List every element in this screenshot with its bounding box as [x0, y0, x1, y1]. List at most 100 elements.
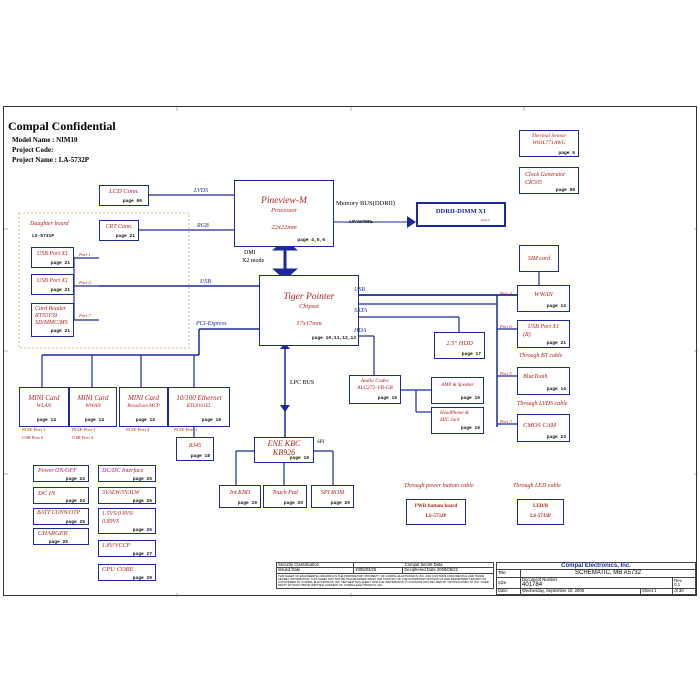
power-page-7: page 27 — [132, 552, 152, 557]
hp-line1: HeadPhone & — [440, 411, 469, 416]
cpu-sub: Processor — [270, 207, 298, 214]
hdd-title: 2.5" HDD — [446, 340, 473, 347]
sim-card-block: SIM card — [519, 245, 559, 272]
doc-title: Compal Confidential — [8, 119, 116, 133]
mini2-line1: MINI Card — [77, 394, 109, 402]
mini1-line2: WLAN — [36, 403, 52, 409]
thermal-page: page 6 — [558, 151, 575, 156]
ledb-line1: LED/B — [532, 504, 548, 509]
mini1-page: page 14 — [36, 418, 56, 423]
int-kbd-block: Int.KBD page 19 — [219, 485, 261, 508]
sec-value: Compal Secret Data — [353, 561, 494, 569]
label-sata: SATA — [354, 308, 367, 314]
label-pcie-port-1b: PCIE-Port 1 — [174, 427, 198, 432]
daughter-title: Daughter board — [30, 221, 69, 227]
bt-title: BlueTooth — [523, 374, 548, 380]
amp-speaker-block: AMP & Speaker page 16 — [431, 377, 484, 404]
revision: 0.1 — [674, 581, 681, 587]
usb-port-1-block: USB Port X1 page 21 — [31, 247, 74, 268]
title-label: Title — [495, 569, 522, 578]
label-spi: SPI — [317, 440, 325, 445]
clock-line1: Clock Generator — [525, 172, 566, 178]
label-pcie-port-4: PCIE-Port 4 — [126, 427, 150, 432]
cam-page: page 23 — [546, 435, 566, 440]
power-block-1: DC IN page 24 — [33, 487, 89, 504]
eth-page: page 18 — [201, 418, 221, 423]
power-block-4: DC/DC Interface page 26 — [98, 465, 156, 482]
ddr-title: DDRII-DIMM X1 — [435, 208, 487, 215]
usb-port-r-block: USB Port X1 (R) page 21 — [517, 320, 570, 348]
chipset-block: Tiger Pointer Chipset 17x17mm page 10,11… — [259, 275, 359, 346]
company-name: Compal Electronics, Inc. — [496, 561, 696, 571]
crt-page: page 21 — [115, 234, 135, 239]
audio-line1: Audio Codec — [360, 378, 390, 384]
label-pwr-cable: Through power buttom cable — [404, 483, 474, 489]
label-lvds-cable: Through LVDS cable — [517, 401, 568, 407]
label-mem-speed: 1.8V/667MHz — [349, 219, 373, 224]
hp-line2: MIC Jack — [440, 418, 460, 423]
power-block-2: BATT CONN/OTP page 25 — [33, 508, 89, 525]
rev-label: Rev — [674, 577, 682, 583]
chipset-sub: Chipset — [299, 303, 319, 310]
mini3-line2: Broadcom MCP — [127, 404, 160, 409]
power-label-5: 3VALW/5VALW — [102, 490, 140, 496]
lcd-conn-block: LCD Conn. page 06 — [99, 185, 149, 206]
label-pci-express: PCI-Express — [196, 321, 227, 327]
eth-line2: RTL8101EL — [186, 404, 212, 409]
lcd-title: LCD Conn. — [109, 188, 139, 195]
legal-notice: THIS SHEET OF ENGINEERING DRAWING IS THE… — [276, 572, 494, 589]
rom-title: SPI ROM — [320, 490, 345, 496]
schematic-sheet: Compal Confidential Model Name : NIM10 P… — [3, 106, 698, 597]
sec-label: Security Classification — [275, 561, 355, 569]
size-label: Size — [495, 576, 522, 590]
headphone-block: HeadPhone & MIC Jack page 16 — [431, 407, 484, 434]
label-port-4: Port 4 — [500, 291, 512, 296]
power-page-6: page 26 — [132, 528, 152, 533]
of-label: of — [674, 588, 678, 594]
hdd-block: 2.5" HDD page 17 — [434, 332, 485, 359]
ddr-dimm-block: DDRII-DIMM X1 page 9 — [416, 202, 506, 227]
sheet-number: 1 — [654, 588, 657, 594]
cpu-block: Pineview-M Processor 22x22mm page 4,5,6 — [234, 180, 334, 247]
project-name: Project Name : LA-5732P — [12, 156, 90, 164]
power-label-1: DC IN — [38, 490, 56, 497]
label-led-cable: Through LED cable — [513, 483, 561, 489]
spi-rom-block: SPI ROM page 20 — [311, 485, 354, 508]
usbr-sub: (R) — [523, 332, 531, 338]
power-page-3: page 25 — [48, 540, 68, 545]
sheet-label: Sheet — [641, 588, 653, 594]
date-value: Wednesday, September 10, 2008 — [520, 588, 641, 595]
decipher-value: 2008/09/22 — [436, 567, 458, 573]
power-label-0: Power ON/OFF — [38, 468, 77, 474]
wwan-page: page 14 — [546, 304, 566, 309]
tp-title: Touch Pad — [272, 490, 298, 496]
label-memory-bus: Memory BUS(DDRII) — [336, 200, 396, 207]
kbd-title: Int.KBD — [229, 490, 251, 496]
usb2-title: USB Port X1 — [36, 278, 69, 284]
power-block-0: Power ON/OFF page 24 — [33, 465, 89, 482]
power-page-0: page 24 — [65, 477, 85, 482]
clock-page: page 08 — [555, 188, 575, 193]
cpu-title: Pineview-M — [261, 196, 307, 206]
label-port-3: Port 3 — [500, 419, 512, 424]
label-port-7: Port 7 — [79, 313, 91, 318]
mini1-line1: MINI Card — [28, 394, 60, 402]
power-label-6: 1.5VS/0.9VS/ 0.89VS — [102, 511, 134, 525]
power-label-2: BATT CONN/OTP — [37, 510, 81, 516]
audio-page: page 15 — [377, 396, 397, 401]
power-page-4: page 26 — [132, 477, 152, 482]
audio-line2: ALC272-VB-GR — [356, 385, 394, 391]
audio-codec-block: Audio Codec ALC272-VB-GR page 15 — [349, 375, 401, 404]
mini-card-mcp-block: MINI Card Broadcom MCP page 14 — [119, 387, 168, 427]
kbc-page: page 19 — [289, 456, 309, 461]
power-label-3: CHARGER — [38, 530, 68, 537]
tp-page: page 20 — [283, 501, 303, 506]
card-page: page 21 — [50, 329, 70, 334]
label-lvds: LVDS — [194, 188, 209, 194]
project-code: Project Code: — [12, 146, 54, 154]
rom-page: page 20 — [330, 501, 350, 506]
card-reader-block: Card Reader RTS5159 SD/MMC/MS page 21 — [31, 303, 74, 337]
label-dmi-mode: X2 mode — [242, 258, 265, 264]
mini2-page: page 14 — [84, 418, 104, 423]
model-name: Model Name : NIM10 — [12, 136, 78, 144]
